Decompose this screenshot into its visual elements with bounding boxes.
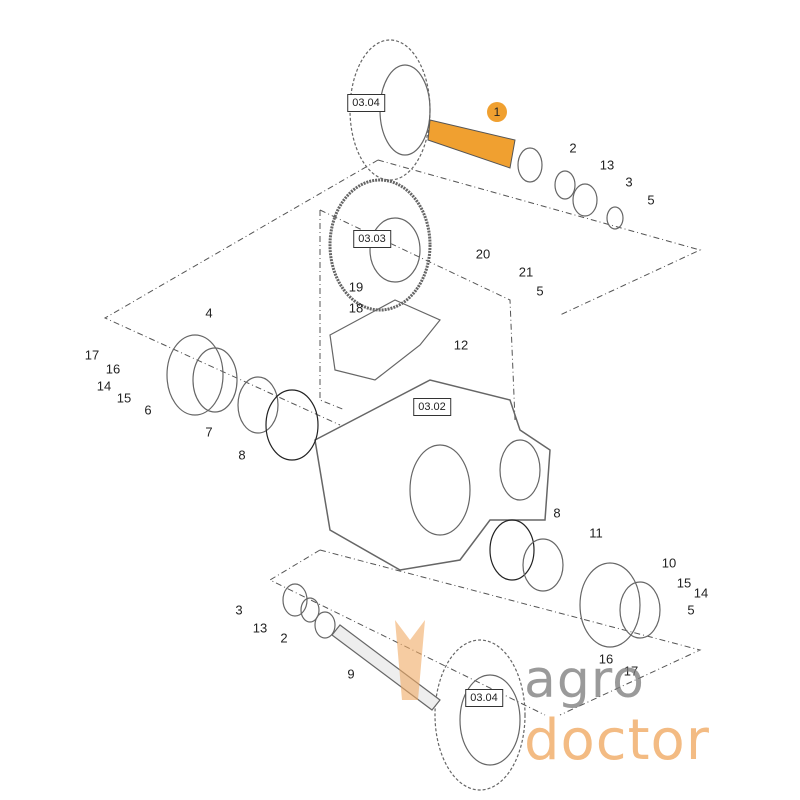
reference-box[interactable]: 03.04 <box>347 94 385 112</box>
callout-10[interactable]: 10 <box>661 555 677 571</box>
callout-14[interactable]: 14 <box>96 378 112 394</box>
callout-16[interactable]: 16 <box>598 651 614 667</box>
callout-8[interactable]: 8 <box>553 505 561 521</box>
callout-21[interactable]: 21 <box>518 264 534 280</box>
gear <box>328 178 432 312</box>
callout-5[interactable]: 5 <box>536 283 544 299</box>
watermark-doctor: doctor <box>524 708 710 773</box>
callout-5[interactable]: 5 <box>687 602 695 618</box>
callout-18[interactable]: 18 <box>348 300 364 316</box>
shaft-1-highlighted <box>427 119 516 169</box>
callout-17[interactable]: 17 <box>623 663 639 679</box>
callout-14[interactable]: 14 <box>693 585 709 601</box>
callout-5[interactable]: 5 <box>647 192 655 208</box>
reference-box[interactable]: 03.03 <box>353 230 391 248</box>
callout-3[interactable]: 3 <box>625 174 633 190</box>
callout-7[interactable]: 7 <box>205 424 213 440</box>
reference-box[interactable]: 03.04 <box>465 689 503 707</box>
callout-6[interactable]: 6 <box>144 402 152 418</box>
highlighted-callout-part-1[interactable]: 1 <box>487 102 507 122</box>
flange-right <box>579 562 641 648</box>
callout-2[interactable]: 2 <box>280 630 288 646</box>
callout-13[interactable]: 13 <box>599 157 615 173</box>
group-boundary-upper <box>377 159 702 316</box>
watermark-logo-mark <box>395 620 425 700</box>
group-boundary-lower <box>319 549 702 716</box>
callout-15[interactable]: 15 <box>676 575 692 591</box>
callout-20[interactable]: 20 <box>475 246 491 262</box>
reference-box[interactable]: 03.02 <box>413 398 451 416</box>
callout-11[interactable]: 11 <box>589 525 603 541</box>
watermark-agro: agro <box>524 650 645 710</box>
flange-left <box>166 334 224 416</box>
callout-9[interactable]: 9 <box>347 666 355 682</box>
callout-19[interactable]: 19 <box>348 279 364 295</box>
gearbox-housing <box>314 379 551 571</box>
bearing-7 <box>237 376 279 434</box>
callout-17[interactable]: 17 <box>84 347 100 363</box>
callout-8[interactable]: 8 <box>238 447 246 463</box>
disc-lower <box>434 639 526 791</box>
callout-12[interactable]: 12 <box>453 337 469 353</box>
bearing-11 <box>522 538 564 592</box>
callout-16[interactable]: 16 <box>105 361 121 377</box>
callout-3[interactable]: 3 <box>235 602 243 618</box>
callout-4[interactable]: 4 <box>205 305 213 321</box>
callout-2[interactable]: 2 <box>569 140 577 156</box>
oring-8-left <box>265 389 319 461</box>
tray-12 <box>329 299 441 381</box>
callout-13[interactable]: 13 <box>252 620 268 636</box>
callout-15[interactable]: 15 <box>116 390 132 406</box>
oring-8-right <box>489 519 535 581</box>
